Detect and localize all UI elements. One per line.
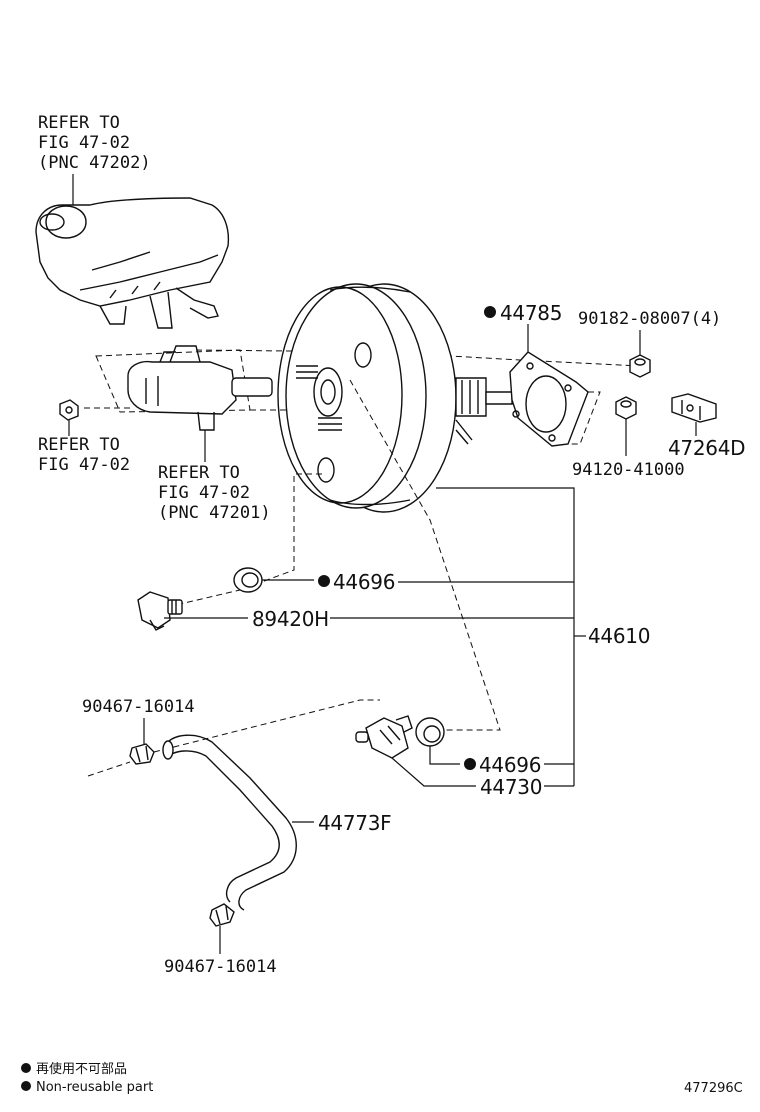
part-number-94120-41000: 94120-41000 <box>572 460 685 480</box>
clevis-47264d <box>671 393 717 423</box>
master-cylinder <box>127 345 273 431</box>
flange-nut-90182 <box>629 354 651 378</box>
legend-dot-1 <box>21 1063 31 1073</box>
nut-94120 <box>615 396 637 420</box>
callout-reservoir-line-3: (PNC 47202) <box>38 153 151 173</box>
part-number-89420h: 89420H <box>252 607 329 631</box>
callout-cylinder-line-2: FIG 47-02 <box>158 483 250 503</box>
callout-cylinder-reference: REFER TO FIG 47-02 (PNC 47201) <box>158 463 271 523</box>
callout-left-reference: REFER TO FIG 47-02 <box>38 435 130 475</box>
callout-cylinder-line-1: REFER TO <box>158 463 240 483</box>
callout-reservoir-line-2: FIG 47-02 <box>38 133 130 153</box>
callout-reservoir-line-1: REFER TO <box>38 113 120 133</box>
callout-left-line-2: FIG 47-02 <box>38 455 130 475</box>
non-reusable-dot-44696-lower <box>464 758 476 770</box>
part-number-90467-16014-upper: 90467-16014 <box>82 697 195 717</box>
flange-nut-left <box>59 399 79 421</box>
part-number-44696-upper: 44696 <box>333 570 395 594</box>
non-reusable-dot-44785 <box>484 306 496 318</box>
part-number-90467-16014-lower: 90467-16014 <box>164 957 277 977</box>
assembly-bracket-44610 <box>436 487 575 786</box>
part-number-90182-08007: 90182-08007(4) <box>578 309 721 329</box>
brake-booster <box>277 283 513 513</box>
part-number-44610: 44610 <box>588 624 650 648</box>
figure-code: 477296C <box>684 1081 743 1096</box>
vacuum-hose <box>162 734 297 911</box>
callout-reservoir-reference: REFER TO FIG 47-02 (PNC 47202) <box>38 113 151 212</box>
grommet-lower <box>415 717 445 747</box>
part-number-44730: 44730 <box>480 775 542 799</box>
legend-japanese: 再使用不可部品 <box>36 1061 127 1077</box>
hose-route-dashed <box>349 379 501 731</box>
part-number-44773f: 44773F <box>318 811 391 835</box>
check-valve <box>355 715 413 759</box>
booster-gasket <box>509 351 589 447</box>
hose-clip-lower <box>209 903 235 927</box>
part-number-44785: 44785 <box>500 301 562 325</box>
callout-cylinder-line-3: (PNC 47201) <box>158 503 271 523</box>
legend: 再使用不可部品 Non-reusable part <box>21 1061 153 1095</box>
callout-left-line-1: REFER TO <box>38 435 120 455</box>
hose-clip-upper <box>129 743 155 765</box>
part-number-47264d: 47264D <box>668 436 745 460</box>
part-number-44696-lower: 44696 <box>479 753 541 777</box>
grommet-upper <box>233 567 263 593</box>
vacuum-sensor <box>137 591 183 631</box>
brake-fluid-reservoir <box>35 197 230 329</box>
legend-dot-2 <box>21 1081 31 1091</box>
non-reusable-dot-44696-upper <box>318 575 330 587</box>
legend-english: Non-reusable part <box>36 1080 153 1095</box>
